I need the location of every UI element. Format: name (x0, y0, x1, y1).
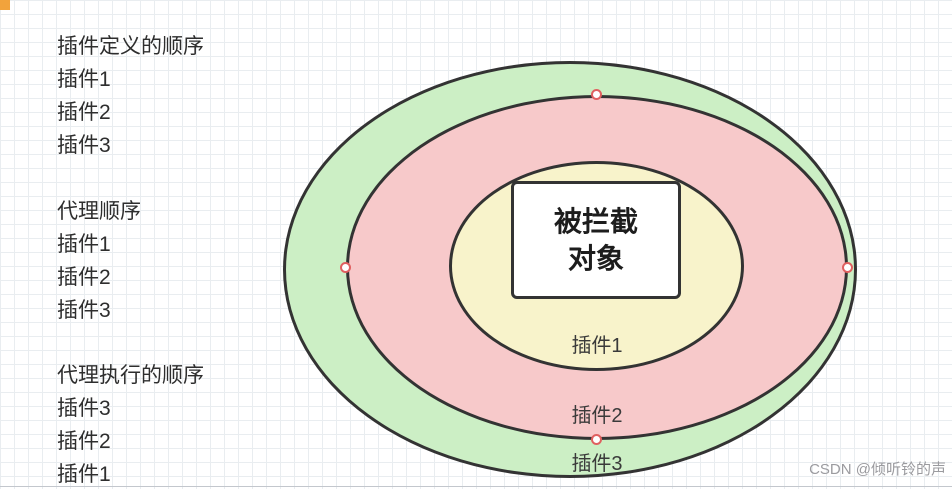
note-group-proxy-order: 代理顺序 插件1 插件2 插件3 (57, 195, 141, 327)
note-item: 插件1 (57, 463, 111, 486)
note-group-execution-order: 代理执行的顺序 插件3 插件2 插件1 (57, 359, 204, 489)
note-group-title: 代理顺序 (57, 200, 141, 223)
note-item: 插件2 (57, 101, 111, 124)
ring-label-plugin1: 插件1 (571, 335, 623, 357)
ring-label-plugin2: 插件2 (571, 405, 623, 427)
note-item: 插件1 (57, 68, 111, 91)
connection-handle-left[interactable] (340, 262, 351, 273)
ring-label-plugin3: 插件3 (571, 453, 623, 475)
connection-handle-right[interactable] (842, 262, 853, 273)
note-group-definition-order: 插件定义的顺序 插件1 插件2 插件3 (57, 30, 204, 162)
note-item: 插件1 (57, 233, 111, 256)
intercepted-object-line1: 被拦截 (553, 206, 638, 237)
note-item: 插件3 (57, 397, 111, 420)
note-item: 插件3 (57, 134, 111, 157)
intercepted-object-box[interactable]: 被拦截 对象 (511, 181, 681, 299)
canvas-origin-marker (0, 0, 10, 10)
watermark: CSDN @倾听铃的声 (809, 461, 946, 478)
connection-handle-top[interactable] (591, 89, 602, 100)
note-item: 插件3 (57, 299, 111, 322)
note-item: 插件2 (57, 430, 111, 453)
note-item: 插件2 (57, 266, 111, 289)
connection-handle-bottom[interactable] (591, 434, 602, 445)
canvas-bottom-edge (0, 486, 952, 487)
note-group-title: 代理执行的顺序 (57, 364, 204, 387)
intercepted-object-line2: 对象 (567, 243, 624, 274)
note-group-title: 插件定义的顺序 (57, 35, 204, 58)
